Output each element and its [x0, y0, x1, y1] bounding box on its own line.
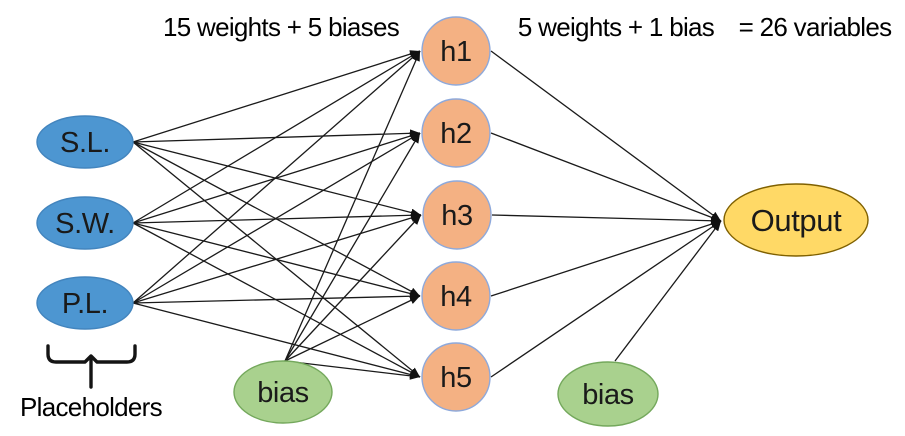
node-hidden-h5: h5 [421, 342, 491, 412]
edge-bias1-h4 [284, 295, 421, 362]
edge-SW-h3 [132, 211, 422, 224]
node-hidden-h5-shape [421, 342, 491, 412]
node-input-sw-label: S.W. [55, 208, 115, 240]
node-hidden-h1-shape [421, 16, 491, 86]
edge-bias2-output [614, 220, 722, 362]
annotations-layer: 15 weights + 5 biases 5 weights + 1 bias… [20, 12, 893, 422]
node-hidden-h2-shape [421, 98, 491, 168]
node-input-sw-shape [36, 196, 134, 250]
edge-bias1-h5 [284, 360, 421, 380]
node-hidden-h1-label: h1 [440, 36, 471, 68]
edge-bias1-h2 [284, 132, 421, 362]
node-output: Output [723, 183, 869, 257]
edge-h3-output [491, 214, 722, 225]
node-hidden-h4-shape [421, 261, 491, 331]
node-output-label: Output [751, 203, 842, 238]
node-hidden-h3-shape [422, 180, 492, 250]
node-hidden-h5-label: h5 [440, 362, 471, 394]
edge-PL-h4 [132, 292, 421, 304]
node-hidden-h2: h2 [421, 98, 491, 168]
node-hidden-bias-label: bias [257, 377, 309, 409]
node-output-bias: bias [557, 361, 659, 427]
edge-bias1-h1 [284, 50, 421, 362]
node-output-bias-label: bias [582, 379, 634, 411]
annotation-placeholders: Placeholders [20, 392, 163, 422]
annotation-output-layer-count: 5 weights + 1 bias [518, 12, 715, 42]
edge-SW-h2 [132, 132, 421, 224]
node-input-pl-shape [36, 276, 134, 330]
edge-PL-h1 [132, 50, 421, 304]
node-output-bias-shape [557, 361, 659, 427]
annotation-total-variables: = 26 variables [739, 12, 893, 42]
inputs-brace-icon [46, 344, 137, 389]
edge-PL-h2 [132, 132, 421, 304]
node-hidden-bias: bias [233, 360, 333, 424]
node-input-pl-label: P.L. [62, 288, 108, 320]
edge-SW-h1 [132, 50, 421, 224]
edges-layer [132, 50, 722, 380]
edge-PL-h3 [132, 214, 422, 304]
node-hidden-bias-shape [233, 360, 333, 424]
edge-PL-h5 [132, 302, 421, 379]
node-input-pl: P.L. [36, 276, 134, 330]
node-output-shape [723, 183, 869, 257]
edge-bias1-h3 [284, 214, 422, 362]
edge-h1-output [490, 50, 722, 222]
node-hidden-h4: h4 [421, 261, 491, 331]
node-hidden-h2-label: h2 [440, 118, 471, 150]
node-input-sl: S.L. [36, 115, 134, 169]
edge-SL-h1 [132, 50, 421, 143]
annotation-hidden-layer-count: 15 weights + 5 biases [163, 12, 400, 42]
node-hidden-h3: h3 [422, 180, 492, 250]
node-input-sw: S.W. [36, 196, 134, 250]
node-input-sl-shape [36, 115, 134, 169]
node-hidden-h1: h1 [421, 16, 491, 86]
node-hidden-h3-label: h3 [441, 200, 472, 232]
edge-h5-output [490, 220, 722, 378]
edge-h4-output [490, 220, 722, 297]
node-hidden-h4-label: h4 [440, 281, 472, 313]
nodes-layer: S.L. S.W. P.L. bias h1 h2 [36, 16, 869, 427]
node-input-sl-label: S.L. [60, 127, 110, 159]
edge-h2-output [490, 132, 722, 222]
